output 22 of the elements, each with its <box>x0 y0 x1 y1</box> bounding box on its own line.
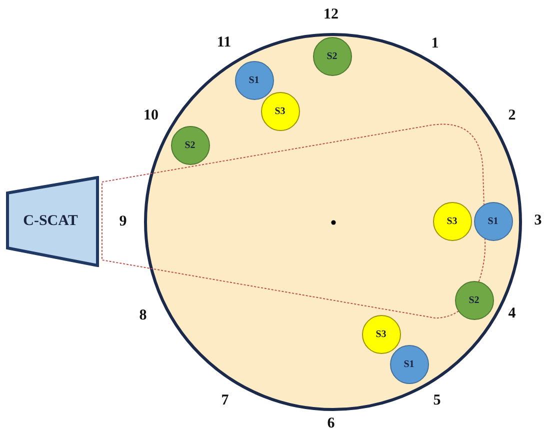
clock-position-number: 2 <box>508 108 516 124</box>
clock-position-number: 10 <box>144 108 158 124</box>
clock-position-number: 7 <box>221 394 229 408</box>
sensor-circle: S1 <box>474 202 512 240</box>
sensor-circle: S2 <box>170 126 210 164</box>
clock-position-number: 6 <box>327 416 335 432</box>
sensor-circle: S3 <box>362 314 400 354</box>
clock-position-number: 11 <box>216 36 232 50</box>
clock-position-number: 12 <box>324 8 338 22</box>
clock-position-number: 1 <box>431 36 439 52</box>
clock-position-number: 3 <box>534 214 542 228</box>
sensor-circle: S3 <box>260 92 300 130</box>
sensor-circle: S1 <box>234 60 274 100</box>
clock-position-number: 5 <box>433 394 441 408</box>
clock-position-number: 9 <box>119 214 127 230</box>
sensor-circle: S2 <box>312 36 352 76</box>
sensor-circle: S2 <box>454 280 494 320</box>
clock-position-number: 4 <box>508 306 516 322</box>
sensor-circle: S3 <box>432 202 472 240</box>
clock-position-number: 8 <box>139 308 147 324</box>
sensor-circle: S1 <box>390 344 428 384</box>
probe-trapezoid: C-SCAT <box>6 176 99 267</box>
